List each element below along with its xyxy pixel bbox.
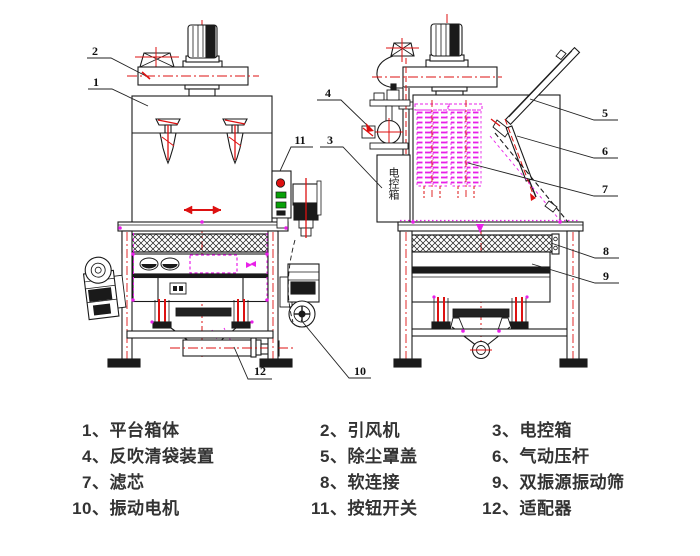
control-box — [376, 154, 411, 223]
legend-item: 9、双振源振动筛 — [468, 473, 658, 493]
legend-name: 适配器 — [519, 499, 572, 518]
hidden-dots — [411, 220, 562, 333]
parts-legend: 1、平台箱体 2、引风机 3、电控箱 4、反吹清袋装置 5、除尘罩盖 6、气动压… — [58, 421, 658, 519]
callout-7: 7 — [602, 182, 608, 196]
bag-clamp-right — [222, 118, 248, 165]
legend-item: 7、滤芯 — [58, 473, 296, 493]
legend-item: 3、电控箱 — [468, 421, 658, 441]
legend-num: 12 — [482, 499, 502, 518]
legend-name: 双振源振动筛 — [519, 473, 625, 492]
callout-2: 2 — [92, 44, 98, 58]
springs-front — [152, 299, 251, 329]
fan-scroll — [376, 38, 419, 89]
legend-name: 电控箱 — [519, 421, 572, 440]
callouts: 1 2 4 11 3 5 6 7 8 9 10 12 — [87, 44, 619, 380]
legend-num: 2 — [320, 421, 330, 440]
legend-name: 气动压杆 — [519, 447, 590, 466]
fan-motor — [182, 24, 223, 69]
legend-name: 振动电机 — [109, 499, 180, 518]
callout-10: 10 — [354, 364, 366, 378]
machine-diagram: 电控箱 — [82, 14, 619, 380]
legend-num: 8 — [320, 473, 330, 492]
legend-num: 9 — [492, 473, 502, 492]
legend-num: 6 — [492, 447, 502, 466]
double-arrow — [183, 205, 222, 215]
bag-clamp-left — [155, 118, 181, 165]
nameplate — [169, 282, 187, 295]
legend-item: 2、引风机 — [296, 421, 468, 441]
legend-num: 10 — [72, 499, 92, 518]
legend-item: 8、软连接 — [296, 473, 468, 493]
pneumatic-rod — [504, 118, 537, 201]
callout-5: 5 — [602, 106, 608, 120]
platform-box — [131, 95, 273, 226]
legend-item: 4、反吹清袋装置 — [58, 447, 296, 467]
callout-12: 12 — [254, 364, 266, 378]
mesh-band — [127, 233, 273, 253]
legend-name: 软连接 — [347, 473, 400, 492]
filter-cartridges — [414, 103, 483, 187]
legend-item: 12、适配器 — [468, 499, 658, 519]
legend-name: 引风机 — [347, 421, 400, 440]
button-switch-panel — [271, 170, 292, 229]
legend-item: 1、平台箱体 — [58, 421, 296, 441]
legend-name: 除尘罩盖 — [347, 447, 418, 466]
callout-9: 9 — [603, 269, 609, 283]
legend-num: 4 — [82, 447, 92, 466]
vibration-motor-left — [82, 256, 127, 321]
legend-num: 1 — [82, 421, 92, 440]
green-button-2 — [275, 201, 287, 209]
adapter-device — [287, 178, 322, 323]
red-button — [275, 178, 286, 188]
screen-lower — [132, 276, 269, 303]
fan-inlet — [135, 47, 179, 72]
callout-4: 4 — [325, 86, 331, 100]
callout-6: 6 — [602, 144, 608, 158]
legend-item: 6、气动压杆 — [468, 447, 658, 467]
callout-3: 3 — [327, 133, 333, 147]
filter-centerlines — [423, 100, 475, 200]
legend-num: 7 — [82, 473, 92, 492]
hidden-marks — [118, 220, 288, 324]
springs-side — [431, 297, 529, 331]
legend-item: 5、除尘罩盖 — [296, 447, 468, 467]
side-view: 电控箱 — [361, 14, 588, 368]
fan-motor-side — [425, 23, 469, 68]
soft-connection — [409, 234, 554, 253]
cover-open-outline — [489, 132, 569, 225]
vibration-motor-right — [279, 263, 320, 328]
legend-num: 3 — [492, 421, 502, 440]
legend-num: 5 — [320, 447, 330, 466]
legend-name: 滤芯 — [109, 473, 145, 492]
legend-item: 10、振动电机 — [58, 499, 296, 519]
legend-name: 平台箱体 — [109, 421, 180, 440]
green-button-1 — [275, 191, 287, 199]
front-view — [82, 20, 322, 368]
callout-1: 1 — [93, 75, 99, 89]
legend-name: 反吹清袋装置 — [109, 447, 215, 466]
callout-8: 8 — [603, 244, 609, 258]
legend-num: 11 — [311, 499, 330, 518]
callout-11: 11 — [294, 133, 305, 147]
legend-name: 按钮开关 — [347, 499, 418, 518]
control-box-label: 电控箱 — [387, 167, 400, 201]
legend-item: 11、按钮开关 — [296, 499, 468, 519]
